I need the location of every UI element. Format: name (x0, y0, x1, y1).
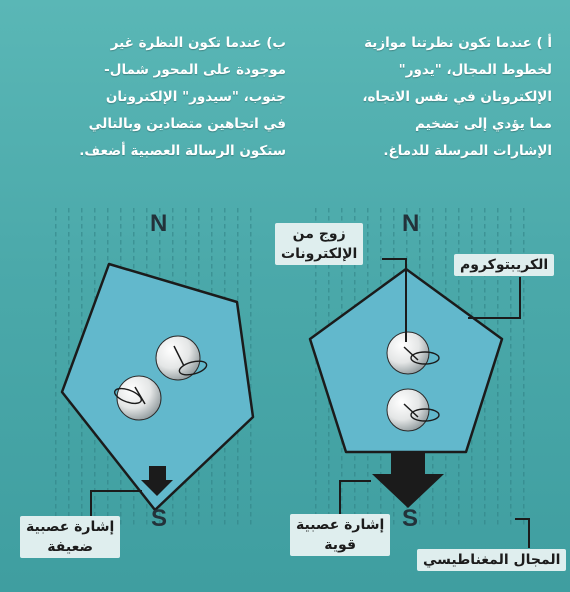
leader-strong-signal (339, 480, 371, 515)
leader-cryptochrome (468, 277, 521, 319)
electron-pair-label-line: زوج من (292, 226, 346, 242)
weak-signal-arrow (141, 466, 173, 496)
paragraph-a: أ ) عندما تكون نظرتنا موازية لخطوط المجا… (300, 30, 552, 165)
paragraph-a-line: الإشارات المرسلة للدماغ. (383, 143, 552, 159)
electron-right-2 (386, 388, 440, 432)
weak-signal-label: إشارة عصبية ضعيفة (20, 516, 121, 558)
paragraph-b-line: موجودة على المحور شمال- (104, 62, 286, 78)
strong-signal-label-line: إشارة عصبية (296, 517, 385, 533)
electron-pair-label-line: الإلكترونات (281, 246, 358, 262)
south-pole-right: S (402, 505, 419, 532)
paragraph-a-line: الإلكترونان في نفس الاتجاه، (362, 89, 552, 105)
cryptochrome-label: الكريبتوكروم (454, 254, 555, 276)
south-pole-left: S (151, 505, 168, 532)
paragraph-b-line: جنوب، "سيدور" الإلكترونان (105, 89, 286, 105)
paragraph-b-line: ب) عندما تكون النظرة غير (110, 35, 286, 51)
strong-signal-arrow (372, 452, 444, 508)
north-pole-right: N (402, 210, 420, 237)
magnetic-field-label: المجال المغناطيسي (417, 549, 567, 571)
weak-signal-label-line: إشارة عصبية (26, 519, 115, 535)
paragraph-a-line: مما يؤدي إلى تضخيم (415, 116, 552, 132)
paragraph-a-line: لخطوط المجال، "يدور" (398, 62, 552, 78)
electron-right-1 (386, 331, 440, 375)
strong-signal-label-line: قوية (324, 537, 356, 553)
paragraph-a-line: أ ) عندما تكون نظرتنا موازية (364, 35, 552, 51)
electron-left-2 (113, 375, 162, 421)
strong-signal-label: إشارة عصبية قوية (290, 514, 391, 556)
electron-pair-label: زوج من الإلكترونات (275, 223, 364, 265)
leader-weak-signal (90, 490, 142, 517)
leader-field (515, 518, 530, 548)
paragraph-b: ب) عندما تكون النظرة غير موجودة على المح… (28, 30, 286, 165)
electron-left-1 (155, 335, 208, 381)
paragraph-b-line: ستكون الرسالة العصبية أضعف. (79, 143, 286, 159)
paragraph-b-line: في اتجاهين متضادين وبالتالي (88, 116, 286, 132)
weak-signal-label-line: ضعيفة (47, 539, 94, 555)
leader-electron-pair (382, 258, 407, 342)
north-pole-left: N (150, 210, 168, 237)
